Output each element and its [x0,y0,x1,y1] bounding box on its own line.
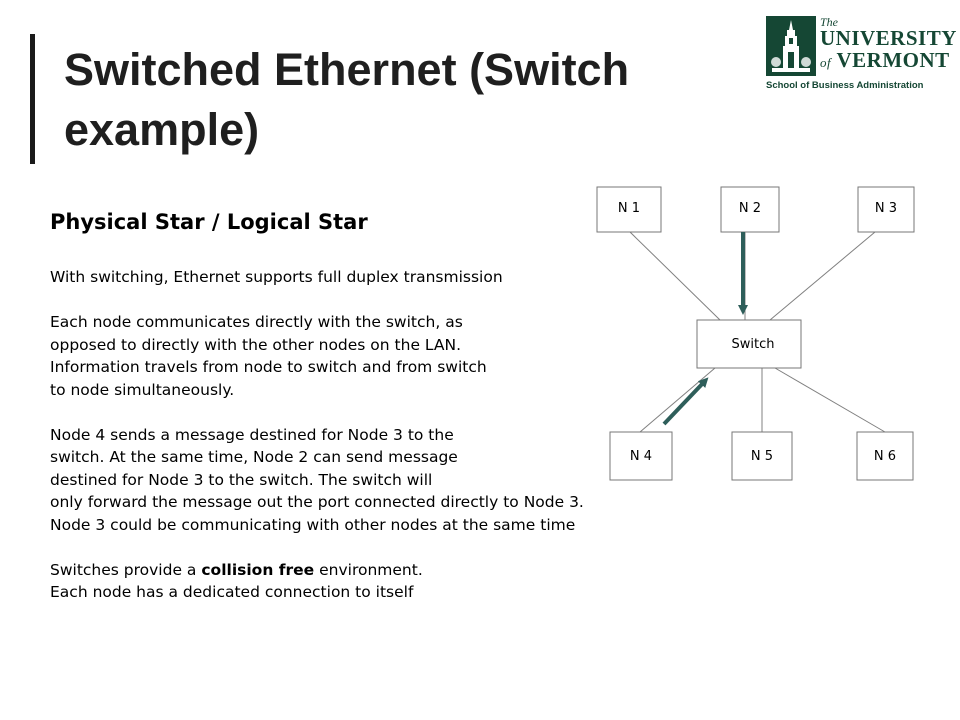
slide-body: With switching, Ethernet supports full d… [50,266,770,626]
logo-university: UNIVERSITY [820,26,957,50]
paragraph-duplex: With switching, Ethernet supports full d… [50,266,770,289]
logo-wordmark: The UNIVERSITY of VERMONT [820,16,957,74]
text-line: Node 3 could be communicating with other… [50,515,576,534]
text-line: Information travels from node to switch … [50,358,487,376]
node-n2-label: N 2 [739,201,761,216]
arrow-n4-to-switch [662,377,709,426]
university-logo: The UNIVERSITY of VERMONT School of Busi… [766,16,956,92]
paragraph-communication: Each node communicates directly with the… [50,311,770,401]
title-line-1: Switched Ethernet (Switch [64,44,630,95]
text-line: only forward the message out the port co… [50,493,584,511]
title-line-2: example) [64,104,260,155]
text-line: destined for Node 3 to the switch. The s… [50,470,433,489]
node-n4-label: N 4 [630,449,652,464]
text-line: to node simultaneously. [50,380,235,399]
bell-tower-icon [766,16,816,76]
slide-title: Switched Ethernet (Switch example) [64,40,764,160]
logo-of: of [820,55,832,70]
switch-topology-diagram: N 1 N 2 N 3 Switch N 4 N 5 N 6 [596,186,915,481]
text-line: switch. At the same time, Node 2 can sen… [50,448,458,466]
logo-vermont: VERMONT [836,48,950,72]
text-line: Switches provide a collision free enviro… [50,559,770,582]
node-n1: N 1 [596,186,662,233]
title-accent-bar [30,34,35,164]
paragraph-example: Node 4 sends a message destined for Node… [50,424,770,537]
logo-vermont-line: of VERMONT [820,49,957,74]
link-n3-switch [769,231,876,321]
logo-school-name: School of Business Administration [766,80,924,91]
node-n3-label: N 3 [875,201,897,216]
logo-the: The [820,15,838,29]
collision-free-emphasis: collision free [201,560,315,579]
text-run: Switches provide a [50,560,202,579]
text-line: Node 4 sends a message destined for Node… [50,425,454,444]
node-n1-label: N 1 [618,201,640,216]
node-n5-label: N 5 [751,449,773,464]
slide-subheading: Physical Star / Logical Star [50,210,368,234]
text-line: Each node has a dedicated connection to … [50,583,414,601]
switch-label: Switch [732,337,775,352]
link-n6-switch [774,367,886,433]
node-n2: N 2 [720,186,780,233]
link-n4-switch [639,367,716,433]
text-line: opposed to directly with the other nodes… [50,335,462,354]
node-n4: N 4 [609,431,673,481]
text-run: environment. [314,560,423,579]
link-n1-switch [629,231,721,321]
node-n6-label: N 6 [874,449,896,464]
node-n6: N 6 [856,431,914,481]
node-n5: N 5 [731,431,793,481]
text-line: With switching, Ethernet supports full d… [50,268,503,286]
switch-device: Switch [696,319,802,369]
connection-lines [629,231,886,433]
text-line: Each node communicates directly with the… [50,313,463,331]
node-n3: N 3 [857,186,915,233]
paragraph-collision-free: Switches provide a collision free enviro… [50,559,770,604]
